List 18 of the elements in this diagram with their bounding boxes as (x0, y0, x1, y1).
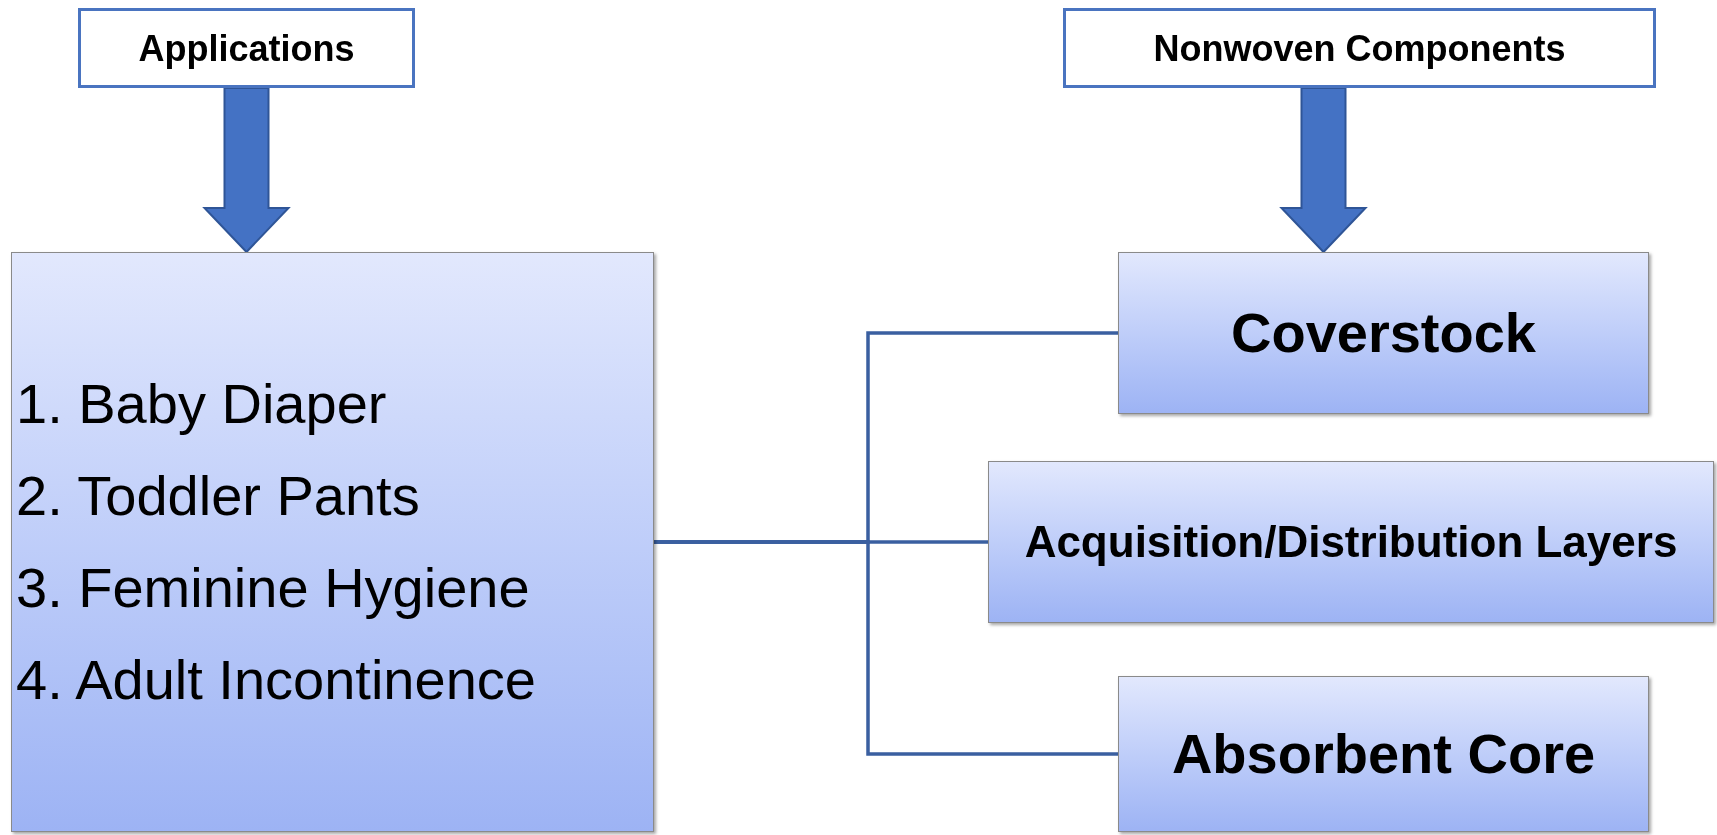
list-item: 4. Adult Incontinence (15, 647, 536, 713)
header-box (1063, 8, 1656, 88)
box-label: Nonwoven Components (1153, 26, 1566, 71)
box-label: Absorbent Core (1171, 721, 1596, 787)
list-item: 3. Feminine Hygiene (15, 555, 530, 621)
block-arrow (202, 87, 291, 254)
header-box (78, 8, 415, 88)
process-box (11, 252, 654, 832)
block-arrow (1279, 87, 1368, 254)
process-box (988, 461, 1714, 623)
process-box (1118, 676, 1649, 832)
connector-line (654, 540, 1118, 756)
list-item: 2. Toddler Pants (15, 463, 420, 529)
box-label: Acquisition/Distribution Layers (1023, 516, 1679, 568)
box-label: Coverstock (1231, 300, 1536, 366)
list-item: 1. Baby Diaper (15, 371, 387, 437)
process-box (1118, 252, 1649, 414)
box-label: Applications (138, 26, 355, 71)
